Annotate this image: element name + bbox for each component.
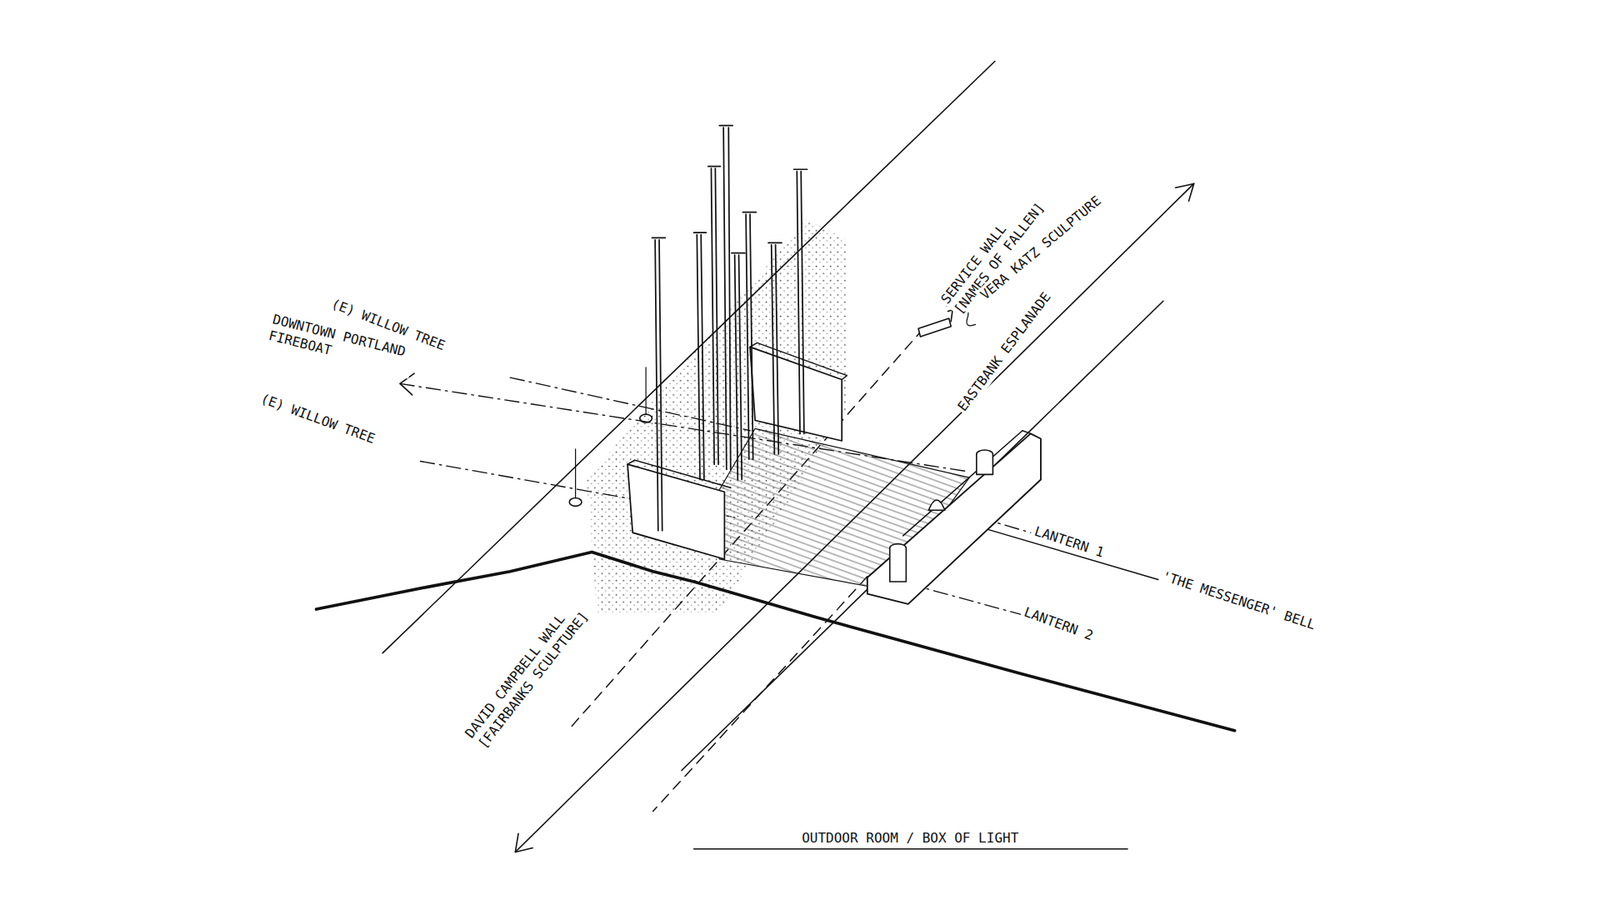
light-poles: [651, 125, 807, 531]
site-line: [382, 60, 995, 653]
site-label: LANTERN 2: [1020, 603, 1097, 645]
back-wall: [750, 346, 842, 441]
caption: OUTDOOR ROOM / BOX OF LIGHT: [800, 830, 1020, 847]
caption-underline: [694, 848, 1128, 850]
sculpture-bench: [918, 318, 951, 337]
shoreline: [316, 551, 1235, 730]
site-label: (E) WILLOW TREE: [256, 390, 379, 449]
site-line: [681, 300, 1164, 770]
arrow-head: [1175, 183, 1195, 201]
tree-marker: [569, 498, 582, 507]
esplanade-arrow: [515, 183, 1194, 852]
site-label: LANTERN 1: [1030, 522, 1108, 562]
tree-marker: [640, 414, 653, 423]
site-label: 'THE MESSENGER' BELL: [1158, 567, 1320, 635]
bell: [928, 500, 945, 510]
site-label: DAVID CAMPBELL WALL [FAIRBANKS SCULPTURE…: [460, 590, 598, 754]
left-wall: [627, 464, 725, 560]
arrow-head: [515, 833, 533, 852]
right-wall: [867, 433, 1041, 604]
